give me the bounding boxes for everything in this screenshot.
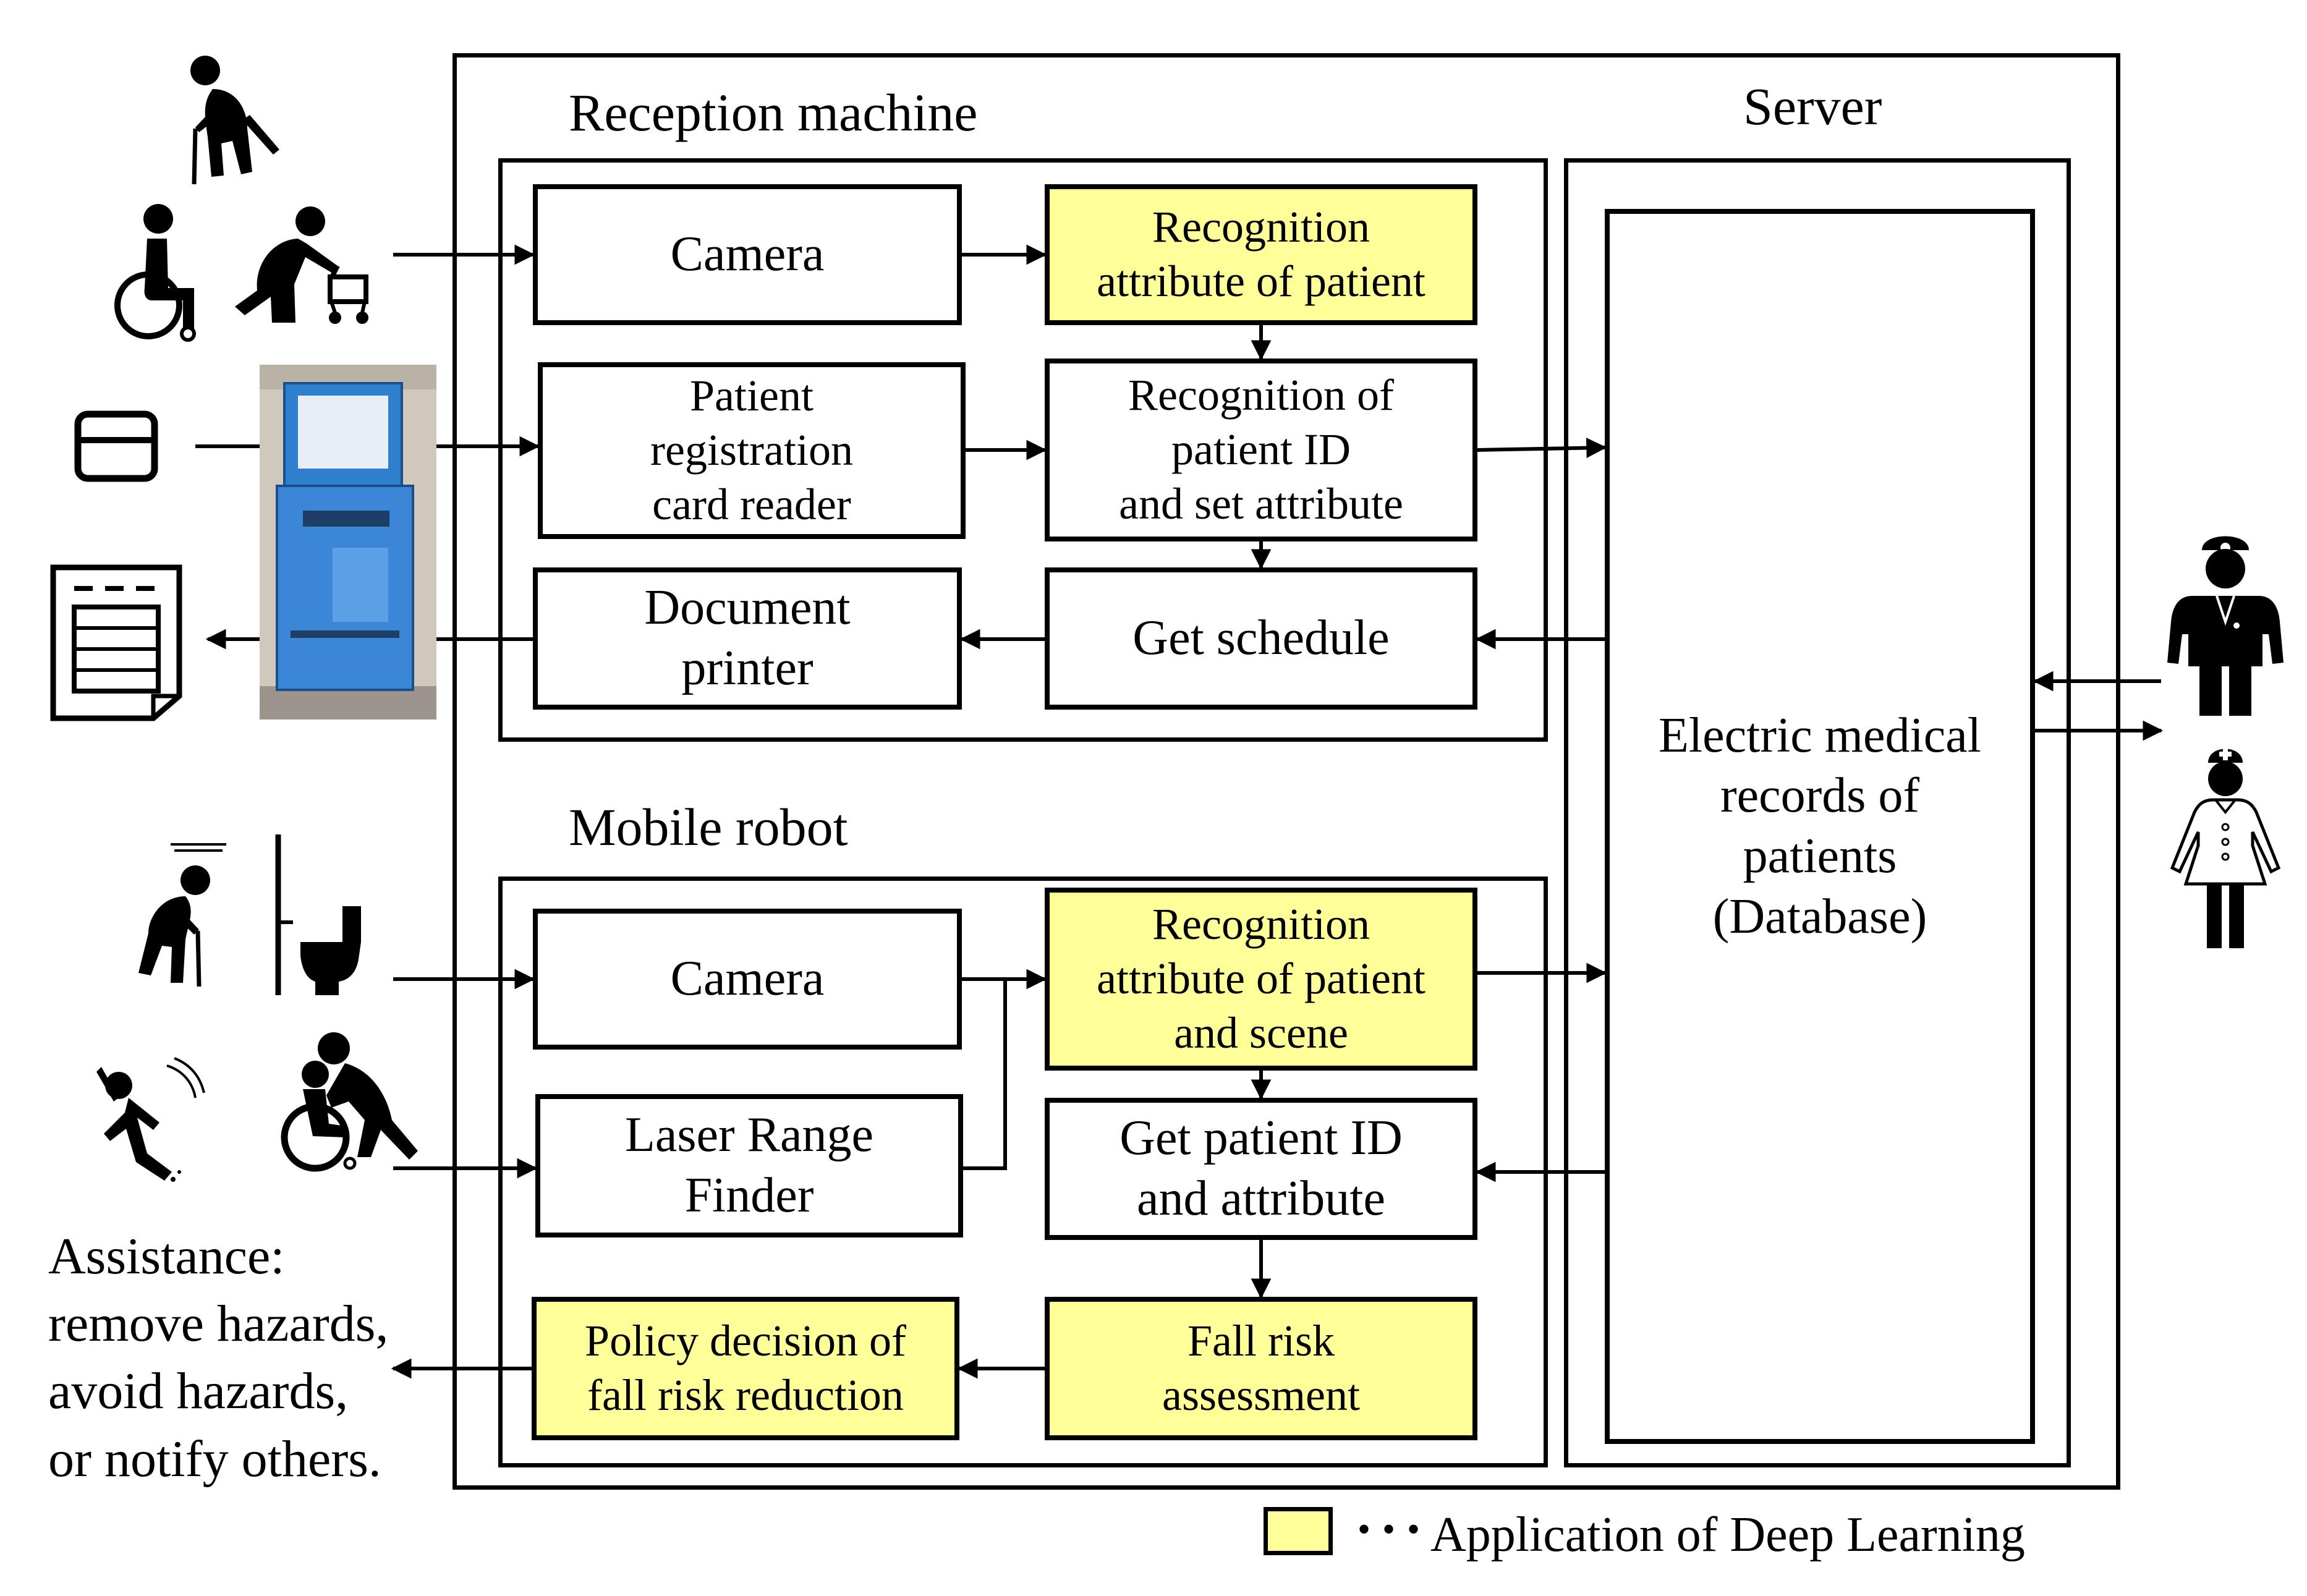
get-patient-id-label: Get patient ID and attribute (1120, 1111, 1403, 1226)
card-reader-label: Patient registration card reader (650, 371, 853, 529)
laser-range-finder-label: Laser Range Finder (624, 1108, 874, 1223)
caregiver-wheelchair-icon (281, 1032, 418, 1172)
document-printer-box: Document printer (533, 567, 962, 710)
fall-risk-box: Fall risk assessment (1045, 1297, 1477, 1440)
reception-camera-box: Camera (533, 184, 962, 325)
get-schedule-box: Get schedule (1045, 567, 1477, 710)
recognition-scene-box: Recognition attribute of patient and sce… (1045, 888, 1477, 1071)
server-title: Server (1743, 77, 1882, 136)
server-frame (1564, 158, 2071, 1467)
card-icon (74, 410, 158, 482)
card-reader-box: Patient registration card reader (538, 362, 966, 539)
fall-risk-label: Fall risk assessment (1162, 1316, 1360, 1420)
robot-camera-box: Camera (533, 909, 962, 1050)
recognition-attribute-box: Recognition attribute of patient (1045, 184, 1477, 325)
outer-system-frame (452, 53, 2120, 1490)
recognition-attribute-label: Recognition attribute of patient (1097, 202, 1425, 306)
nurse-icon (2170, 748, 2281, 948)
elderly-at-toilet-icon (138, 843, 226, 987)
kiosk-photo (260, 365, 436, 719)
doctor-icon (2167, 536, 2284, 716)
toilet-icon (275, 834, 361, 995)
falling-person-icon (96, 1057, 205, 1182)
reception-machine-title: Reception machine (569, 83, 978, 142)
policy-decision-box: Policy decision of fall risk reduction (532, 1297, 959, 1440)
reception-camera-label: Camera (670, 227, 825, 282)
elderly-cane-icon (190, 56, 279, 185)
legend-label: Application of Deep Learning (1430, 1508, 2025, 1562)
wheelchair-user-icon (114, 204, 196, 342)
database-label: Electric medical records of patients (Da… (1659, 708, 1981, 944)
policy-decision-label: Policy decision of fall risk reduction (585, 1316, 906, 1420)
assistance-text: Assistance: remove hazards, avoid hazard… (48, 1228, 389, 1488)
mobile-robot-title: Mobile robot (569, 797, 848, 857)
legend-dots: • • • (1357, 1509, 1422, 1550)
robot-camera-label: Camera (670, 951, 825, 1006)
walker-user-icon (235, 206, 368, 324)
recognition-patient-id-label: Recognition of patient ID and set attrib… (1119, 370, 1403, 528)
database-box: Electric medical records of patients (Da… (1605, 209, 2035, 1444)
document-printer-label: Document printer (644, 580, 851, 695)
get-patient-id-box: Get patient ID and attribute (1045, 1098, 1477, 1240)
get-schedule-label: Get schedule (1132, 611, 1390, 666)
recognition-scene-label: Recognition attribute of patient and sce… (1097, 899, 1425, 1058)
legend-swatch (1264, 1507, 1333, 1555)
laser-range-finder-box: Laser Range Finder (535, 1094, 963, 1237)
document-icon (50, 564, 182, 721)
recognition-patient-id-box: Recognition of patient ID and set attrib… (1045, 359, 1477, 541)
